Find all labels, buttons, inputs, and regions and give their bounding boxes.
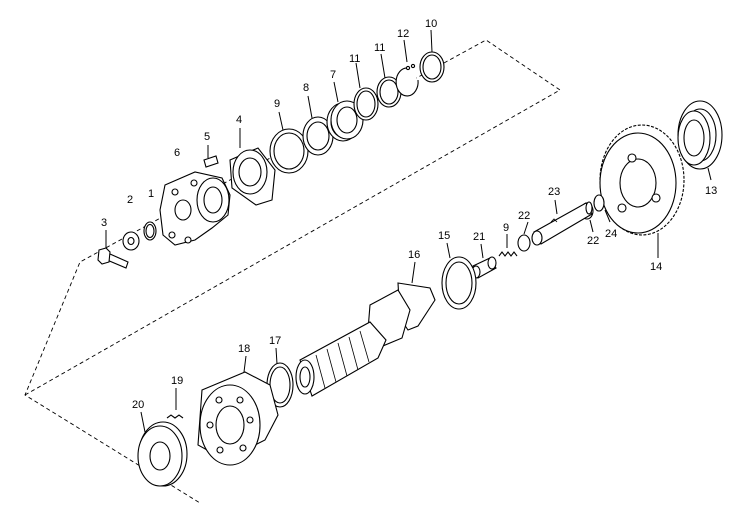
label-part-4: 4 (236, 114, 242, 126)
label-part-7: 7 (330, 69, 336, 81)
part-21-plunger (471, 243, 497, 279)
label-part-16: 16 (408, 249, 420, 261)
part-11-ring-b (376, 53, 402, 108)
part-14-gear (599, 124, 685, 258)
part-2-washer (122, 231, 140, 251)
label-part-20: 20 (132, 399, 144, 411)
part-13-bearing (677, 100, 723, 181)
label-part-21: 21 (473, 231, 485, 243)
part-9-ring-upper (269, 111, 309, 174)
label-part-12: 12 (397, 28, 409, 40)
part-9-spring (498, 234, 518, 257)
part-15-oring (441, 242, 477, 310)
label-part-23: 23 (548, 186, 560, 198)
part-20-plate (137, 411, 188, 487)
part-5-bolt (203, 145, 219, 168)
part-8-ring (302, 95, 334, 156)
label-part-13: 13 (705, 185, 717, 197)
label-part-9-upper: 9 (274, 98, 280, 110)
assembly-boundary-dashed (24, 39, 561, 504)
label-part-6: 6 (174, 147, 180, 159)
part-24-snap-ring (593, 194, 611, 223)
label-part-11-a: 11 (349, 53, 360, 65)
part-23-shaft (531, 199, 593, 246)
part-4-cover (229, 128, 276, 206)
label-part-2: 2 (127, 194, 133, 206)
label-part-11-b: 11 (374, 42, 385, 54)
label-part-24: 24 (605, 228, 617, 240)
label-part-3: 3 (101, 217, 107, 229)
part-16-main-shaft (295, 261, 436, 397)
label-part-22-right: 22 (587, 235, 599, 247)
label-part-8: 8 (303, 82, 309, 94)
label-part-19: 19 (171, 375, 183, 387)
part-12-snap-ring (395, 39, 419, 97)
part-19-spring (166, 388, 184, 419)
label-part-5: 5 (204, 131, 210, 143)
label-part-17: 17 (269, 335, 281, 347)
label-part-10: 10 (425, 18, 437, 30)
part-11-ring-a (353, 62, 379, 121)
label-part-22-left: 22 (518, 210, 530, 222)
label-part-18: 18 (238, 343, 250, 355)
part-6-housing (159, 171, 231, 246)
part-22-ring-left (517, 221, 531, 252)
part-18-clutch-drum (197, 355, 279, 466)
part-10-ring (419, 29, 445, 83)
label-part-14: 14 (650, 261, 662, 273)
label-part-1: 1 (148, 188, 154, 200)
part-1-oring (143, 221, 157, 241)
label-part-15: 15 (438, 230, 450, 242)
label-part-9-lower: 9 (503, 222, 509, 234)
part-3-bolt (97, 230, 129, 269)
